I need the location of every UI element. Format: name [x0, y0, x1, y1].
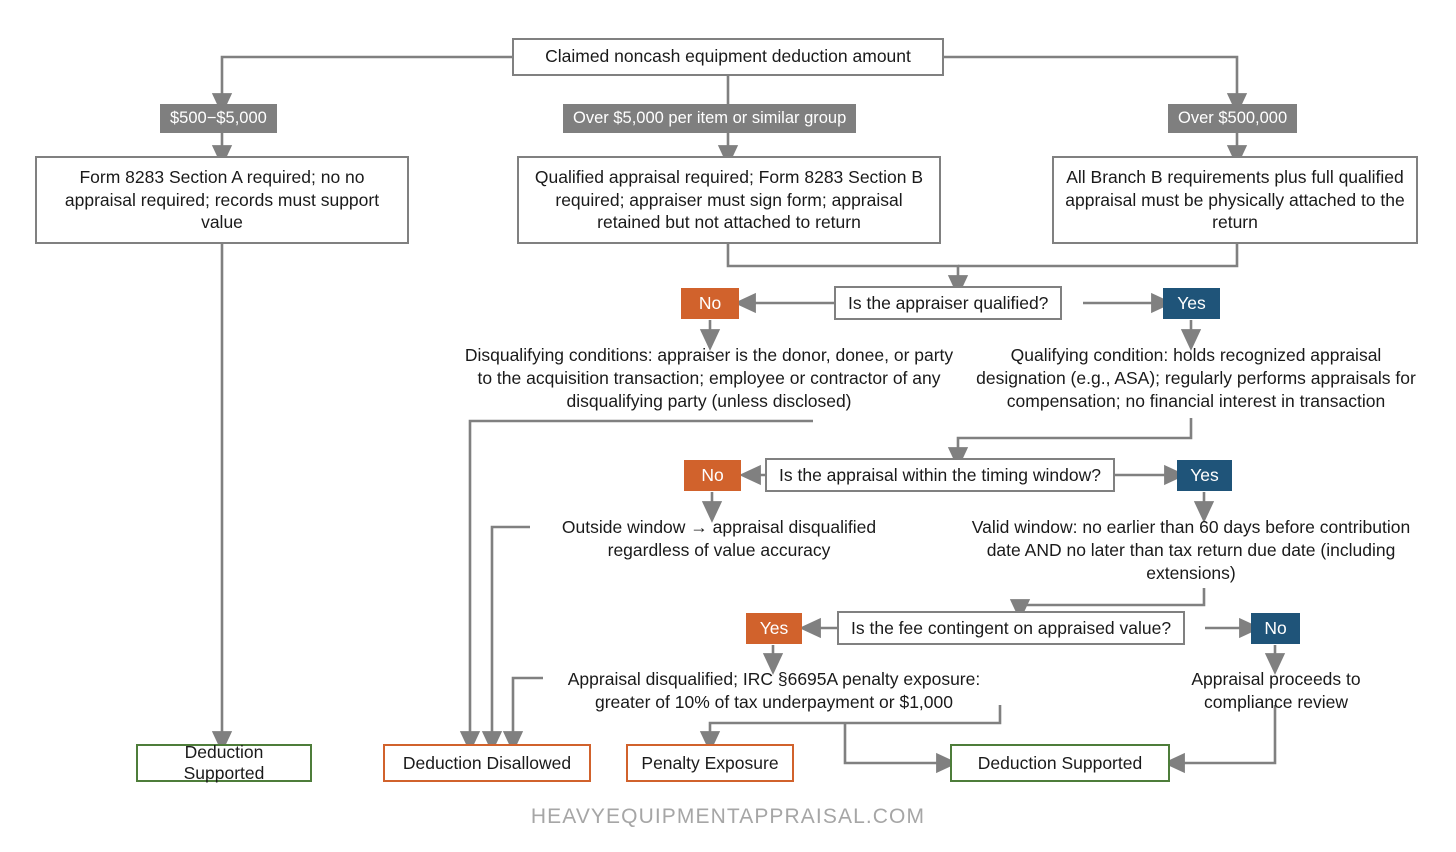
root-node-claimed-amount: Claimed noncash equipment deduction amou…: [512, 38, 944, 76]
note-valid-window: Valid window: no earlier than 60 days be…: [971, 517, 1411, 583]
decision-appraiser-qualified: Is the appraiser qualified?: [834, 286, 1063, 320]
note-penalty-exposure: Appraisal disqualified; IRC §6695A penal…: [567, 669, 981, 712]
requirement-box-middle: Qualified appraisal required; Form 8283 …: [517, 156, 941, 244]
note-disqualifying-conditions: Disqualifying conditions: appraiser is t…: [464, 345, 954, 411]
decision-timing-window: Is the appraisal within the timing windo…: [765, 458, 1115, 492]
branch-tag-middle: Over $5,000 per item or similar group: [563, 104, 857, 133]
branch-tag-left: $500−$5,000: [160, 104, 277, 133]
chip-decision3-no: No: [1251, 613, 1300, 644]
decision-fee-contingent: Is the fee contingent on appraised value…: [837, 611, 1186, 645]
requirement-box-right: All Branch B requirements plus full qual…: [1052, 156, 1418, 244]
chip-decision3-yes: Yes: [746, 613, 802, 644]
note-qualifying-condition: Qualifying condition: holds recognized a…: [976, 345, 1416, 411]
note-compliance-review: Appraisal proceeds to compliance review: [1191, 669, 1361, 712]
terminal-deduction-supported-left: Deduction Supported: [136, 742, 312, 783]
note-outside-window: Outside window → appraisal disqualified …: [561, 517, 877, 560]
chip-decision1-yes: Yes: [1163, 288, 1220, 319]
chip-decision2-yes: Yes: [1177, 460, 1232, 491]
terminal-deduction-disallowed: Deduction Disallowed: [383, 744, 591, 782]
chip-decision2-no: No: [684, 460, 741, 491]
chip-decision1-no: No: [681, 288, 739, 319]
terminal-deduction-supported-right: Deduction Supported: [950, 744, 1170, 782]
requirement-box-left: Form 8283 Section A required; no no appr…: [35, 156, 409, 244]
branch-tag-right: Over $500,000: [1168, 104, 1298, 133]
terminal-penalty-exposure: Penalty Exposure: [626, 744, 794, 782]
footer-watermark: HEAVYEQUIPMENTAPPRAISAL.COM: [530, 805, 926, 828]
